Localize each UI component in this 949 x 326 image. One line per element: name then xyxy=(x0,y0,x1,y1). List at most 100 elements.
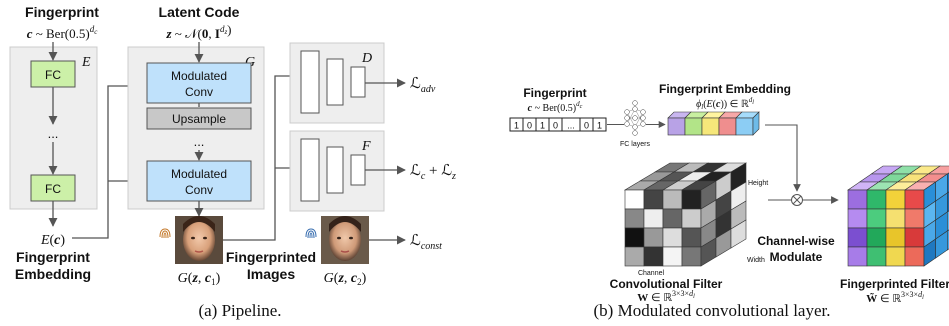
cube-front-cell xyxy=(662,246,683,267)
embedding-line2: Embedding xyxy=(15,266,91,282)
cube-front-cell xyxy=(643,246,664,267)
bit-value: 0 xyxy=(553,121,558,131)
cube-front-cell xyxy=(681,227,702,248)
cube-front-cell xyxy=(904,189,925,210)
embedding-cube-side xyxy=(752,111,760,136)
fc-layers-label: FC layers xyxy=(620,141,650,148)
fingerprinted-filter-title: Fingerprinted Filter xyxy=(840,277,949,291)
generator-dots: ... xyxy=(194,134,205,149)
embedding-cube xyxy=(701,117,720,136)
bit-value: 1 xyxy=(597,121,602,131)
cube-front-cell xyxy=(662,208,683,229)
cube-front-cell xyxy=(624,189,645,210)
discriminator-layer xyxy=(326,58,344,106)
mod-embedding-title: Fingerprint Embedding xyxy=(659,82,791,96)
encoder-dots: ... xyxy=(48,126,59,141)
cube-front-cell xyxy=(866,208,887,229)
height-label: Height xyxy=(748,180,768,187)
modulate-line2: Modulate xyxy=(770,250,823,264)
cube-front-cell xyxy=(866,246,887,267)
cube-front-cell xyxy=(662,189,683,210)
cube-side-cell xyxy=(730,219,747,249)
cube-front-cell xyxy=(885,246,906,267)
detector-label: F xyxy=(361,139,371,154)
pipeline-fingerprint-formula: c ~ Ber(0.5)dc xyxy=(27,24,99,41)
mod-embedding-formula: ϕl(E(c)) ∈ ℝdl xyxy=(696,96,754,111)
conv-filter-title: Convolutional Filter xyxy=(610,277,723,291)
cube-front-cell xyxy=(643,208,664,229)
encoder-fc-top-label: FC xyxy=(45,68,61,82)
cube-front-cell xyxy=(904,227,925,248)
width-label: Width xyxy=(747,257,765,264)
otimes-stroke xyxy=(792,195,802,205)
encoder-fc-bottom-label: FC xyxy=(45,182,61,196)
cube-front-cell xyxy=(847,227,868,248)
pipeline-fingerprint-title: Fingerprint xyxy=(25,4,99,20)
embedding-to-modulate-line xyxy=(765,124,801,192)
images-line2: Images xyxy=(247,266,295,282)
detector-layer xyxy=(350,154,366,186)
cube-front-cell xyxy=(866,189,887,210)
discriminator-layer xyxy=(300,50,320,114)
mod-conv-bottom-line1: Modulated xyxy=(171,167,227,181)
fingerprint-icon xyxy=(159,228,171,239)
embedding-math: E(c) xyxy=(40,233,65,248)
mod-fingerprint-formula: c ~ Ber(0.5)dc xyxy=(528,100,583,114)
cube-front-cell xyxy=(904,208,925,229)
latent-code-title: Latent Code xyxy=(159,4,240,20)
modulate-line1: Channel-wise xyxy=(757,234,835,248)
cube-front-cell xyxy=(885,227,906,248)
fingerprint-icon xyxy=(305,228,317,239)
cube-front-cell xyxy=(624,246,645,267)
cube-front-cell xyxy=(681,208,702,229)
channel-label: Channel xyxy=(638,270,665,277)
cube-front-cell xyxy=(643,227,664,248)
mod-conv-top-line1: Modulated xyxy=(171,69,227,83)
upsample-box xyxy=(146,107,252,130)
cube-front-cell xyxy=(624,208,645,229)
cube-front-cell xyxy=(847,189,868,210)
embedding-cube xyxy=(718,117,737,136)
cube-front-cell xyxy=(681,246,702,267)
image2-label: G(z, c2) xyxy=(324,271,367,287)
images-line1: Fingerprinted xyxy=(226,249,316,265)
mod-conv-top-line2: Conv xyxy=(185,85,213,99)
embedding-route-line xyxy=(72,81,147,239)
cube-front-cell xyxy=(904,246,925,267)
bit-value: 0 xyxy=(584,121,589,131)
fc-network-icon xyxy=(624,100,646,136)
cube-front-cell xyxy=(847,246,868,267)
encoder-label: E xyxy=(81,55,91,70)
bit-cell xyxy=(592,117,607,132)
cube-front-cell xyxy=(643,189,664,210)
embedding-cube xyxy=(667,117,686,136)
cube-front-cell xyxy=(885,208,906,229)
image1-label: G(z, c1) xyxy=(178,271,221,287)
cube-front-cell xyxy=(662,227,683,248)
modulated-caption: (b) Modulated convolutional layer. xyxy=(594,301,831,320)
bit-value: 0 xyxy=(527,121,532,131)
cube-front-cell xyxy=(624,227,645,248)
cube-front-cell xyxy=(847,208,868,229)
latent-code-formula: z ~ 𝒩(0, Idz) xyxy=(165,22,231,41)
cube-front-cell xyxy=(681,189,702,210)
fingerprinted-filter-cube xyxy=(847,165,949,267)
loss-adv: ℒadv xyxy=(410,76,436,95)
embedding-cube xyxy=(684,117,703,136)
detector-layer xyxy=(326,146,344,194)
discriminator-label: D xyxy=(361,51,372,66)
bit-value: 1 xyxy=(514,121,519,131)
bit-value: 1 xyxy=(540,121,545,131)
upsample-label: Upsample xyxy=(172,112,226,126)
mod-fingerprint-title: Fingerprint xyxy=(523,86,586,100)
pipeline-caption: (a) Pipeline. xyxy=(198,301,281,320)
encoder-fc-top xyxy=(30,60,76,88)
embedding-cube xyxy=(735,117,754,136)
bit-value: ... xyxy=(567,121,575,131)
conv-filter-cube xyxy=(623,162,748,267)
loss-const: ℒconst xyxy=(410,233,442,252)
pipeline: Fingerprint c ~ Ber(0.5)dc Latent Code z… xyxy=(9,4,456,320)
fingerprinted-filter-formula: W̃ ∈ ℝ3×3×dl xyxy=(866,290,924,305)
